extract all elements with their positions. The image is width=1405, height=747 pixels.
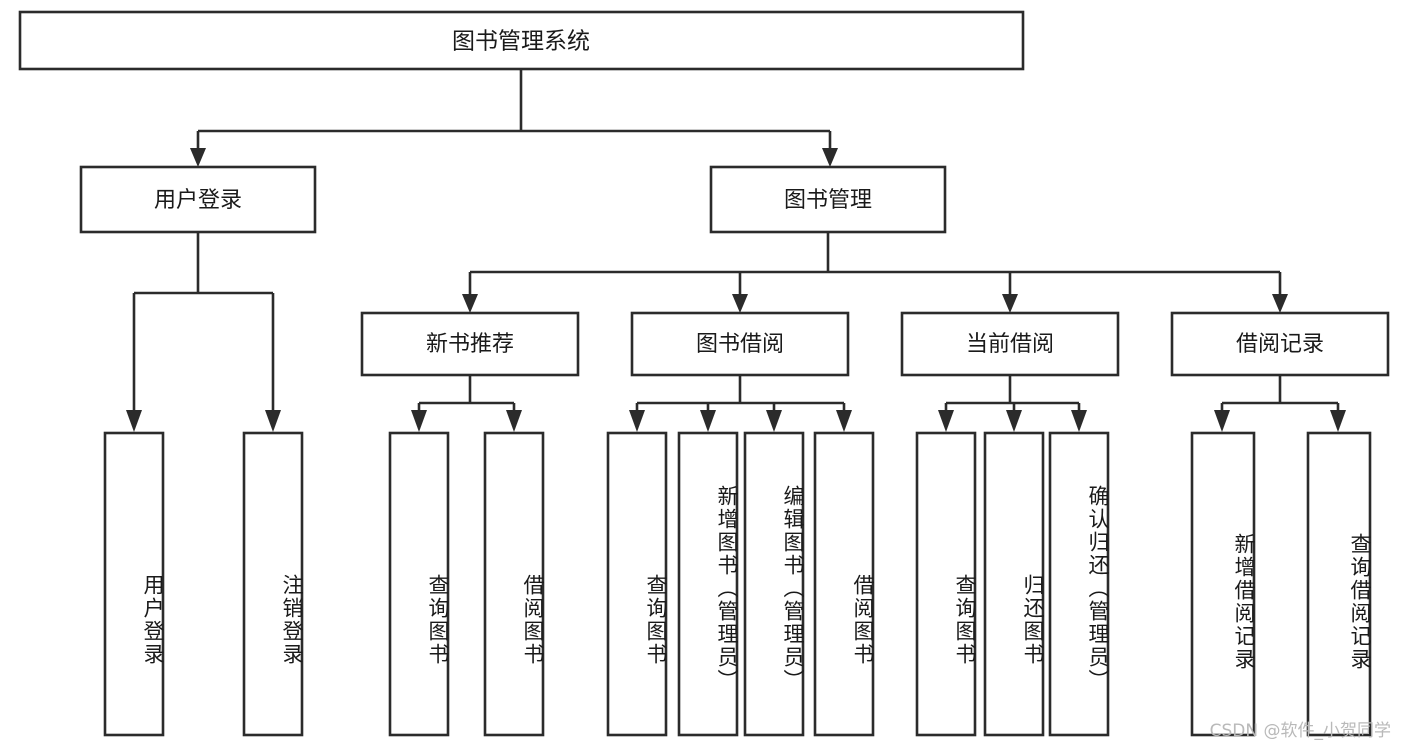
node-book-borrow-label: 图书借阅 [696,332,784,357]
node-current-borrow-box[interactable] [900,311,1120,377]
arrow-leaf-borrow-book-2 [836,410,852,432]
node-new-book-recommend-box[interactable] [360,311,580,377]
leaf-query-record-box[interactable] [1306,431,1372,737]
arrow-leaf-user-login [126,410,142,432]
leaf-confirm-return-box[interactable] [1048,431,1110,737]
node-user-login-label: 用户登录 [154,188,242,213]
leaf-user-login-box[interactable] [103,431,165,737]
node-book-borrow-box[interactable] [630,311,850,377]
node-root-label: 图书管理系统 [452,29,590,55]
arrow-leaf-add-book [700,410,716,432]
node-borrow-record-label: 借阅记录 [1236,332,1324,357]
arrow-leaf-edit-book [766,410,782,432]
arrow-leaf-add-record [1214,410,1230,432]
leaf-query-book-3-box[interactable] [915,431,977,737]
arrow-leaf-query-book-1 [411,410,427,432]
arrow-level3-current-borrow [1002,294,1018,313]
leaf-query-book-2-box[interactable] [606,431,668,737]
leaf-query-book-1-box[interactable] [388,431,450,737]
arrow-level3-borrow-record [1272,294,1288,313]
node-book-manage-label: 图书管理 [784,188,872,213]
leaf-logout-login-box[interactable] [242,431,304,737]
node-root-box[interactable] [18,10,1025,71]
arrow-leaf-return-book [1006,410,1022,432]
arrow-level3-new-book [462,294,478,313]
node-book-manage-box[interactable] [709,165,947,234]
arrow-leaf-logout-login [265,410,281,432]
arrow-level2-1 [190,148,206,167]
leaf-add-record-box[interactable] [1190,431,1256,737]
leaf-borrow-book-2-box[interactable] [813,431,875,737]
node-new-book-recommend-label: 新书推荐 [426,332,514,357]
arrow-leaf-confirm-return [1071,410,1087,432]
node-borrow-record-box[interactable] [1170,311,1390,377]
arrow-leaf-query-record [1330,410,1346,432]
leaf-borrow-book-1-box[interactable] [483,431,545,737]
leaf-edit-book-box[interactable] [743,431,805,737]
arrow-level2-2 [822,148,838,167]
arrow-leaf-query-book-3 [938,410,954,432]
arrow-leaf-query-book-2 [629,410,645,432]
leaf-return-book-box[interactable] [983,431,1045,737]
arrow-level3-book-borrow [732,294,748,313]
node-current-borrow-label: 当前借阅 [966,332,1054,357]
leaf-add-book-box[interactable] [677,431,739,737]
arrow-leaf-borrow-book-1 [506,410,522,432]
csdn-watermark: CSDN @软件_小贺同学 [1209,721,1391,741]
